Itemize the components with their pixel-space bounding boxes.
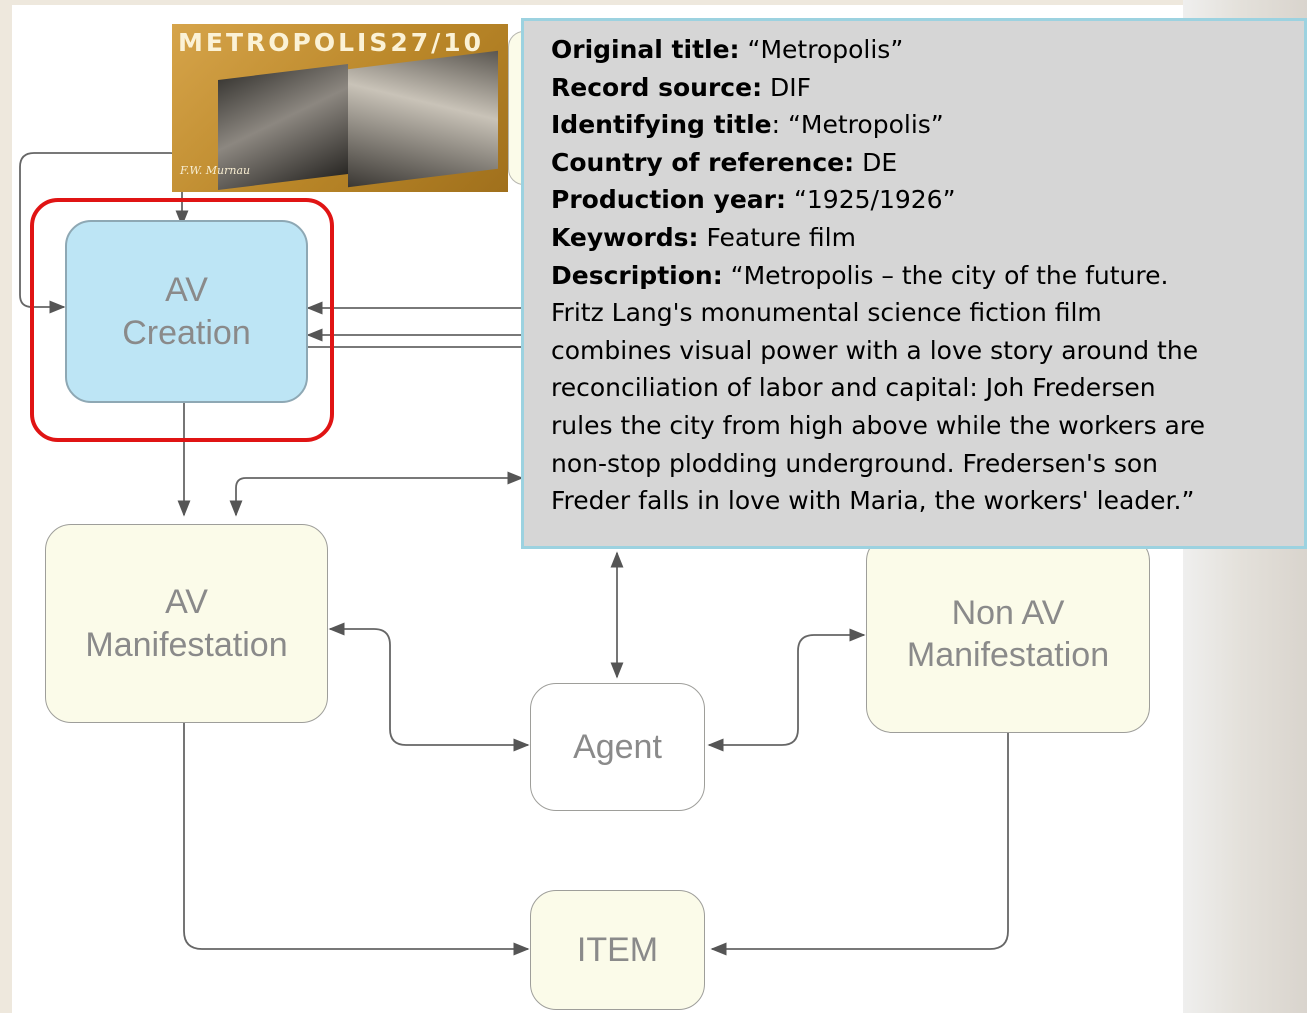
info-description-line: combines visual power with a love story …	[551, 335, 1199, 365]
agent-node[interactable]: Agent	[530, 683, 705, 811]
info-description-line: Freder falls in love with Maria, the wor…	[551, 486, 1195, 516]
film-record-info-box: Original title: “Metropolis” Record sour…	[521, 18, 1307, 549]
poster-signature: F.W. Murnau	[180, 164, 251, 177]
av-creation-label: AV Creation	[122, 271, 251, 352]
agent-label: Agent	[573, 727, 662, 766]
info-country-of-reference: Country of reference: DE	[551, 147, 898, 177]
info-keywords: Keywords: Feature film	[551, 222, 856, 252]
av-creation-node[interactable]: AV Creation	[65, 220, 308, 403]
non-av-manifestation-label: Non AV Manifestation	[906, 593, 1110, 675]
info-identifying-title: Identifying title: “Metropolis”	[551, 110, 944, 140]
edge-av-manifestation-agent	[328, 622, 530, 752]
edge-non-av-manifestation-item	[710, 733, 1009, 956]
info-description-line: reconciliation of labor and capital: Joh…	[551, 373, 1156, 403]
info-production-year: Production year: “1925/1926”	[551, 185, 956, 215]
av-manifestation-label: AV Manifestation	[85, 583, 288, 664]
info-original-title: Original title: “Metropolis”	[551, 35, 904, 64]
poster-portrait-photo	[348, 50, 498, 188]
edge-manifestation-to-right	[229, 471, 524, 517]
av-creation-highlight	[30, 198, 334, 442]
metropolis-poster-image: METROPOLIS27/10 F.W. Murnau	[172, 24, 508, 192]
edge-agent-non-av-manifestation	[707, 628, 866, 752]
poster-title: METROPOLIS27/10	[178, 28, 485, 57]
info-record-source: Record source: DIF	[551, 72, 812, 102]
info-description: Description: “Metropolis – the city of t…	[551, 260, 1169, 290]
info-description-line: rules the city from high above while the…	[551, 410, 1205, 440]
av-manifestation-node[interactable]: AV Manifestation	[45, 524, 328, 723]
item-node[interactable]: ITEM	[530, 890, 705, 1010]
edge-av-manifestation-item	[183, 723, 530, 956]
non-av-manifestation-node[interactable]: Non AV Manifestation	[866, 535, 1150, 733]
info-description-line: non-stop plodding underground. Fredersen…	[551, 448, 1158, 478]
info-description-line: Fritz Lang's monumental science fiction …	[551, 298, 1102, 328]
item-label: ITEM	[576, 930, 659, 969]
